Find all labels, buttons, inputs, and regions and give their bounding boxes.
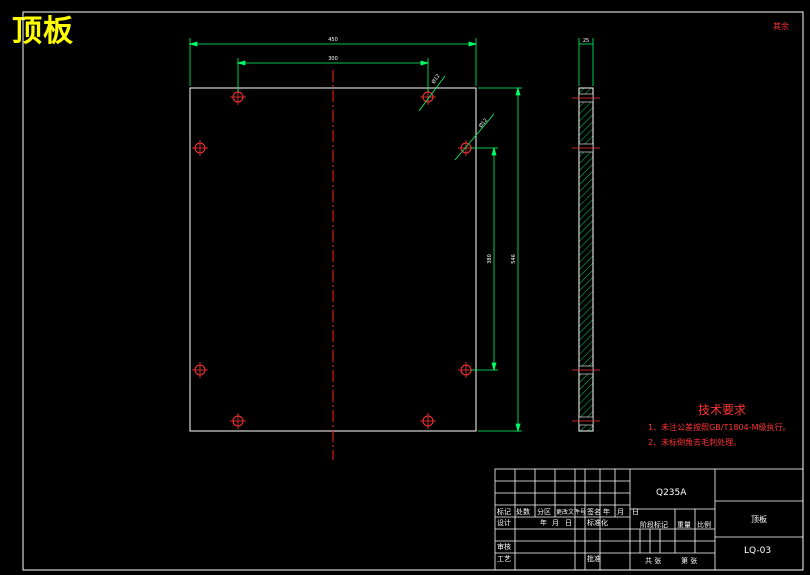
tb-label-day: 日 <box>632 508 639 516</box>
side-view: 25 <box>572 38 600 432</box>
hole <box>420 413 436 429</box>
dim-hole-top-text: Ø12 <box>430 73 442 85</box>
corner-mark: 其余 <box>773 21 789 31</box>
hole <box>230 413 246 429</box>
tb-sheet: 第 张 <box>681 556 697 565</box>
tb-sheets: 共 张 <box>645 556 661 565</box>
dim-thickness-text: 25 <box>583 38 589 44</box>
side-hatch <box>578 87 594 432</box>
leader-hole-top <box>418 75 446 112</box>
tb-standardize: 标准化 <box>587 518 608 527</box>
tb-day: 日 <box>565 519 572 527</box>
dim-overall-height-text: 546 <box>511 254 517 264</box>
tb-material: Q235A <box>656 488 687 498</box>
tb-label-sign: 签名 <box>587 507 601 516</box>
dim-overall-width <box>188 38 478 86</box>
dim-overall-height <box>478 86 522 433</box>
hole <box>192 362 208 378</box>
dim-inner-height-text: 380 <box>487 254 493 264</box>
hole <box>192 140 208 156</box>
tb-label-month: 月 <box>617 508 624 516</box>
dim-hole-span <box>236 58 430 92</box>
leader-hole-side <box>454 113 495 161</box>
tb-drawing-no: LQ-03 <box>744 546 771 556</box>
tb-label-mark: 标记 <box>497 507 511 516</box>
drawing-title: 顶板 <box>12 14 74 49</box>
tb-part-name: 顶板 <box>751 514 767 524</box>
title-block-text: Q235A 标记 处数 分区 更改文件号 签名 年 月 日 设计 年 月 日 标… <box>497 488 771 565</box>
dim-overall-width-text: 450 <box>328 37 338 43</box>
dim-thickness <box>578 38 594 86</box>
tb-label-year: 年 <box>603 507 610 516</box>
tb-year: 年 <box>540 518 547 527</box>
tb-scale: 比例 <box>697 520 711 529</box>
tb-label-count: 处数 <box>516 507 530 516</box>
tb-label-change: 更改文件号 <box>556 508 586 516</box>
tech-req-item-1: 1、未注公差按照GB/T1804-M级执行。 <box>648 422 791 432</box>
tb-weight: 重量 <box>677 521 691 529</box>
tech-req-item-2: 2、未标倒角去毛刺处理。 <box>648 437 741 447</box>
front-view: 450 300 Ø12 Ø12 380 <box>188 37 522 460</box>
tb-process: 工艺 <box>497 555 511 563</box>
tb-month: 月 <box>552 519 559 527</box>
tb-stage: 阶段标记 <box>640 520 668 529</box>
tb-design: 设计 <box>497 518 511 527</box>
tb-approve: 批准 <box>587 554 601 563</box>
dim-hole-side-text: Ø12 <box>477 117 489 129</box>
dim-inner-height <box>471 146 498 372</box>
dim-hole-span-text: 300 <box>328 56 338 62</box>
title-block <box>494 468 804 571</box>
drawing-frame <box>22 11 804 571</box>
tb-review: 审核 <box>497 542 511 551</box>
tech-req-heading: 技术要求 <box>698 403 746 417</box>
tb-label-zone: 分区 <box>537 507 551 516</box>
